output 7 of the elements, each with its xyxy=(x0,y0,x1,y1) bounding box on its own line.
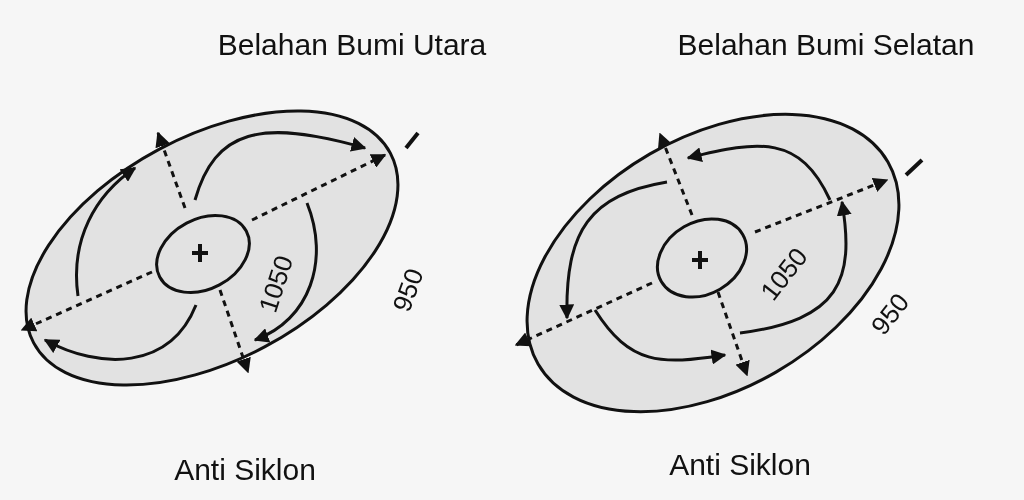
hemisphere-title: Belahan Bumi Selatan xyxy=(677,30,975,60)
hemisphere-title: Belahan Bumi Utara xyxy=(217,30,487,60)
diagram-caption: Anti Siklon xyxy=(174,455,316,485)
isobar-value: 950 xyxy=(388,265,428,315)
isobar-value: 950 xyxy=(866,288,914,340)
diagram-caption: Anti Siklon xyxy=(669,450,811,480)
isobar-value: 1050 xyxy=(254,252,298,316)
